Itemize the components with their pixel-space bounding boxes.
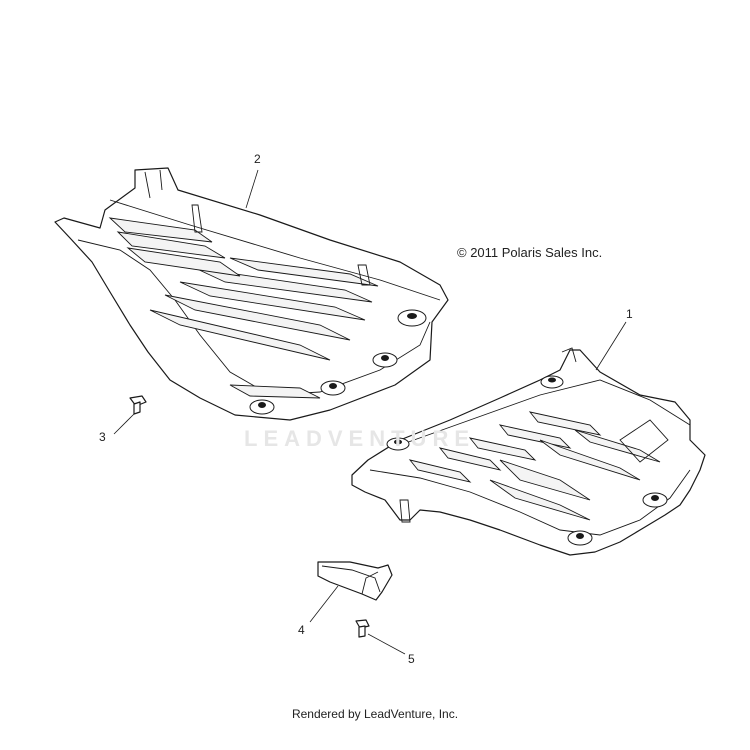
bolt-icon <box>129 395 147 415</box>
watermark: LEADVENTURE <box>244 426 476 451</box>
leader-line-4 <box>309 585 339 623</box>
callout-4: 4 <box>298 623 305 637</box>
copyright-text: © 2011 Polaris Sales Inc. <box>457 245 603 260</box>
bracket-icon <box>317 561 393 601</box>
screw-icon <box>355 619 370 638</box>
leader-line-1 <box>595 321 627 371</box>
callout-3: 3 <box>99 430 106 444</box>
leader-line-3 <box>113 413 135 435</box>
footer-credit: Rendered by LeadVenture, Inc. <box>291 707 459 721</box>
callout-2: 2 <box>254 152 261 166</box>
skid-plate-rear <box>54 167 449 421</box>
leader-line-2 <box>245 169 259 209</box>
callout-1: 1 <box>626 307 633 321</box>
leader-line-5 <box>367 633 406 655</box>
skid-plate-front <box>351 347 706 556</box>
callout-5: 5 <box>408 652 415 666</box>
